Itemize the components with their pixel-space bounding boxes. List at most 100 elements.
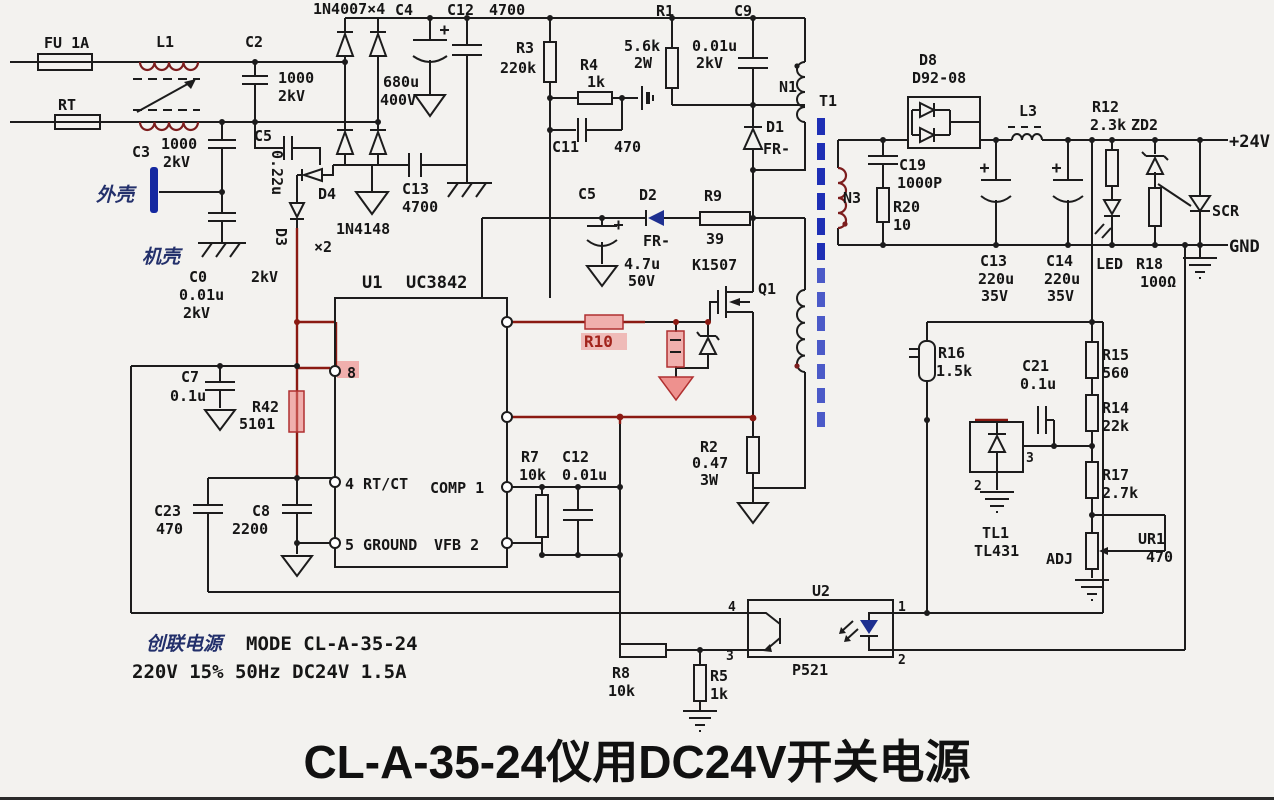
label-c13a-value: 4700	[402, 198, 438, 216]
phase-dot	[842, 221, 848, 227]
label-out-gnd: GND	[1229, 237, 1260, 257]
resistor-r7-icon	[535, 494, 549, 538]
label-c7-value: 0.1u	[170, 387, 206, 405]
label-c5a: C5	[254, 127, 272, 145]
optocoupler-u2-body	[747, 599, 894, 658]
label-d34-qty: ×2	[314, 238, 332, 256]
label-r5-value: 1k	[710, 685, 728, 703]
label-u2: U2	[812, 582, 830, 600]
cap-c3-icon	[208, 139, 236, 149]
label-c0: C0	[189, 268, 207, 286]
label-u2-part: P521	[792, 661, 828, 679]
cap-c9-icon	[738, 57, 768, 69]
cap-c2-icon	[242, 75, 268, 85]
label-l3: L3	[1019, 102, 1037, 120]
label-c9-value: 0.01u	[692, 37, 737, 55]
label-c13a: C13	[402, 180, 429, 198]
resistor-r1-icon	[665, 47, 679, 89]
mosfet-q1-icon	[717, 286, 750, 318]
label-c12b-value: 0.01u	[562, 466, 607, 484]
zener-gate-icon	[696, 331, 720, 355]
label-r17: R17	[1102, 466, 1129, 484]
label-r8-value: 10k	[608, 682, 635, 700]
label-d1-type: FR-	[763, 140, 790, 158]
ic-uc3842: U1 UC3842 8 4 RT/CT 5 GROUND COMP 1 VFB …	[329, 273, 513, 568]
label-r7: R7	[521, 448, 539, 466]
cap-c12b-icon	[563, 509, 593, 521]
label-u1: U1	[362, 273, 382, 293]
label-r2-value: 0.47	[692, 454, 728, 472]
resistor-r16-icon	[909, 340, 936, 382]
label-c3-value: 1000	[161, 135, 197, 153]
footer-model: MODE CL-A-35-24	[246, 633, 418, 655]
label-r18: R18	[1136, 255, 1163, 273]
label-c8: C8	[252, 502, 270, 520]
pin-8	[329, 365, 341, 377]
label-r42-value: 5101	[239, 415, 275, 433]
label-out-pos: +24V	[1229, 132, 1270, 152]
label-r1: R1	[656, 2, 674, 20]
label-d1: D1	[766, 118, 784, 136]
choke-arrow	[136, 80, 194, 113]
resistor-r3-icon	[543, 41, 557, 83]
label-d8-part: D92-08	[912, 69, 966, 87]
label-led: LED	[1096, 255, 1123, 273]
cap-c21-icon	[1037, 406, 1047, 434]
label-c23: C23	[154, 502, 181, 520]
rectifier-stage: 1N4007×4 D4 D3 1N4148 ×2 C4 680u 400V C1…	[272, 0, 525, 256]
resistor-r10-icon	[584, 314, 624, 330]
regulation-network: R16 1.5k C21 0.1u R15 560 R14 22k R17 2.…	[909, 340, 1173, 601]
label-r2-rating: 3W	[700, 471, 719, 489]
label-r9-value: 39	[706, 230, 724, 248]
label-c3: C3	[132, 143, 150, 161]
snubber-vcc-stage: R3 220k R4 1k C11 470 R1 5.6k 2W C9 0.01…	[500, 2, 790, 290]
cap-c5b-icon	[585, 220, 623, 288]
label-c12a-value: 4700	[489, 1, 525, 19]
resistor-r17-icon	[1085, 461, 1099, 499]
gate-clamp-detail	[670, 339, 681, 353]
label-c14-rating: 35V	[1047, 287, 1074, 305]
label-c2-value: 1000	[278, 69, 314, 87]
cap-c14-icon	[1052, 163, 1084, 203]
label-c13b-rating: 35V	[981, 287, 1008, 305]
label-r8: R8	[612, 664, 630, 682]
label-r12-value: 2.3k	[1090, 116, 1126, 134]
label-c8-value: 2200	[232, 520, 268, 538]
label-d8: D8	[919, 51, 937, 69]
label-c5b: C5	[578, 185, 596, 203]
diode-d4-icon	[300, 167, 323, 183]
label-u1-part: UC3842	[406, 273, 467, 293]
choke-arrow-head	[184, 79, 196, 89]
label-r1-rating: 2W	[634, 54, 653, 72]
label-adj: ADJ	[1046, 550, 1073, 568]
label-u2-pin3: 3	[726, 649, 734, 664]
resistor-r12-icon	[1105, 149, 1119, 187]
resistor-r2-icon	[746, 436, 760, 474]
label-l1: L1	[156, 33, 174, 51]
label-c5b-value: 4.7u	[624, 255, 660, 273]
transformer-t1: N1 T1 N3	[779, 61, 861, 432]
label-c9-rating: 2kV	[696, 54, 723, 72]
cap-c13b-icon	[980, 163, 1012, 203]
ground-highlight-icon	[657, 376, 695, 402]
label-r4-value: 1k	[587, 73, 605, 91]
output-stage: C19 1000P R20 10 D8 D92-08 L3 C13 220u 3…	[868, 51, 1270, 305]
resistor-r18-icon	[1148, 187, 1162, 227]
label-c11-value: 470	[614, 138, 641, 156]
label-c14: C14	[1046, 252, 1073, 270]
cap-c7-icon	[205, 381, 235, 391]
label-d2: D2	[639, 186, 657, 204]
label-c19: C19	[899, 156, 926, 174]
page-bottom-edge	[0, 797, 1274, 800]
label-fu: FU 1A	[44, 34, 89, 52]
ground-icon	[736, 502, 770, 525]
label-c12b: C12	[562, 448, 589, 466]
label-r17-value: 2.7k	[1102, 484, 1138, 502]
label-scr: SCR	[1212, 202, 1240, 220]
label-r20-value: 10	[893, 216, 911, 234]
label-r2: R2	[700, 438, 718, 456]
page-title: CL-A-35-24仪用DC24V开关电源	[303, 736, 970, 788]
cap-c4-icon	[412, 25, 449, 118]
label-tl1-part: TL431	[974, 542, 1019, 560]
junction-dots-red	[294, 319, 757, 422]
